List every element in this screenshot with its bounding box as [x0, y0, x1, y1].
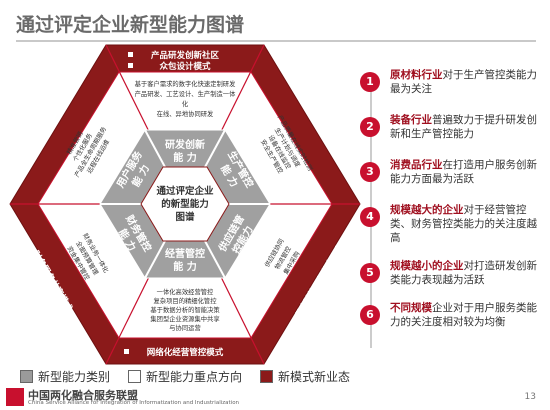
legend-item-new-model: 新模式新业态 [260, 368, 350, 385]
number-badge: 1 [360, 72, 380, 92]
finding-text: 对打造研发创新类能力表现越为活跃 [390, 260, 537, 286]
page-number: 13 [524, 392, 536, 402]
top-focus-3: 化 [182, 99, 189, 108]
finding-keyword: 规模越大的企业 [390, 204, 464, 216]
center-line-3: 图谱 [175, 211, 195, 223]
legend-swatch-dark-red [260, 370, 274, 383]
top-focus-2: 产品研发、工艺设计、生产制造一体 [135, 89, 236, 98]
legend-label: 新型能力类别 [38, 370, 111, 384]
page-title: 通过评定企业新型能力图谱 [16, 14, 245, 36]
bottom-outer-label: 网络化经营管控模式 [147, 347, 224, 358]
legend-label: 新型能力重点方向 [146, 370, 243, 384]
finding-keyword: 不同规模 [390, 302, 432, 314]
finding-keyword: 原材料行业 [390, 69, 443, 81]
org-name-cn: 中国两化融合服务联盟 [28, 389, 138, 402]
number-badge: 3 [360, 162, 380, 182]
top-focus-1: 基于客户需求的数字化快速定制研发 [135, 79, 236, 88]
legend-swatch-white [128, 370, 142, 383]
legend-item-capability: 新型能力类别 [20, 368, 110, 385]
center-line-1: 通过评定企业 [156, 185, 214, 197]
number-badge: 2 [360, 117, 380, 137]
title-divider [16, 40, 536, 42]
bottom-capability-line-2: 能 力 [173, 260, 196, 273]
finding-item-1: 1 原材料行业对于生产管控类能力最为关注 [360, 68, 540, 96]
finding-keyword: 消费品行业 [390, 159, 443, 171]
bottom-focus-5: 与协同运营 [169, 323, 200, 332]
legend-item-focus: 新型能力重点方向 [128, 368, 242, 385]
finding-text: 对于经营管控类、财务管控类能力的关注度越高 [390, 204, 537, 244]
center-line-2: 的新型能力 [161, 198, 209, 210]
legend-label: 新模式新业态 [278, 370, 351, 384]
finding-text: 企业对于用户服务类能力的关注度相对较为均衡 [390, 302, 537, 328]
outer-bullets [124, 52, 133, 354]
industry-findings-list: 1 原材料行业对于生产管控类能力最为关注 2 装备行业普遍致力于提升研发创新和生… [360, 68, 540, 329]
number-badge: 4 [360, 207, 380, 227]
top-outer-line-1: 产品研发创新社区 [151, 50, 220, 61]
bottom-focus-4: 集团型企业资源集中共享 [150, 314, 219, 323]
number-badge: 5 [360, 263, 380, 283]
bottom-focus-2: 复杂项目的精细化管控 [154, 296, 218, 305]
top-capability-line-2: 能 力 [173, 151, 196, 164]
finding-item-5: 5 规模越小的企业对打造研发创新类能力表现越为活跃 [360, 259, 540, 287]
finding-item-2: 2 装备行业普遍致力于提升研发创新和生产管控能力 [360, 113, 540, 141]
footer: 中国两化融合服务联盟 China Service Alliance for In… [0, 386, 550, 410]
bottom-capability-line-1: 经营管控 [165, 247, 205, 260]
legend: 新型能力类别 新型能力重点方向 新模式新业态 [20, 368, 368, 385]
alliance-logo-icon [6, 388, 24, 406]
finding-text: 在打造用户服务创新能力方面最为活跃 [390, 159, 537, 185]
org-name-en: China Service Alliance for Integration o… [28, 400, 240, 406]
top-focus-4: 在线、异地协同研发 [157, 109, 214, 118]
top-capability-line-1: 研发创新 [165, 138, 205, 151]
finding-item-4: 4 规模越大的企业对于经营管控类、财务管控类能力的关注度越高 [360, 203, 540, 245]
number-badge: 6 [360, 305, 380, 325]
bottom-focus-3: 基于数据分析的智能决策 [150, 305, 220, 314]
center-hexagon [140, 166, 230, 242]
top-outer-line-2: 众包设计模式 [159, 61, 211, 72]
bottom-focus-1: 一体化高效经营管控 [157, 287, 214, 296]
finding-text: 普遍致力于提升研发创新和生产管控能力 [390, 114, 537, 140]
finding-item-3: 3 消费品行业在打造用户服务创新能力方面最为活跃 [360, 158, 540, 186]
finding-item-6: 6 不同规模企业对于用户服务类能力的关注度相对较为均衡 [360, 301, 540, 329]
legend-swatch-grey [20, 370, 33, 383]
finding-text: 对于生产管控类能力最为关注 [390, 69, 537, 95]
finding-keyword: 规模越小的企业 [390, 260, 464, 272]
finding-keyword: 装备行业 [390, 114, 432, 126]
